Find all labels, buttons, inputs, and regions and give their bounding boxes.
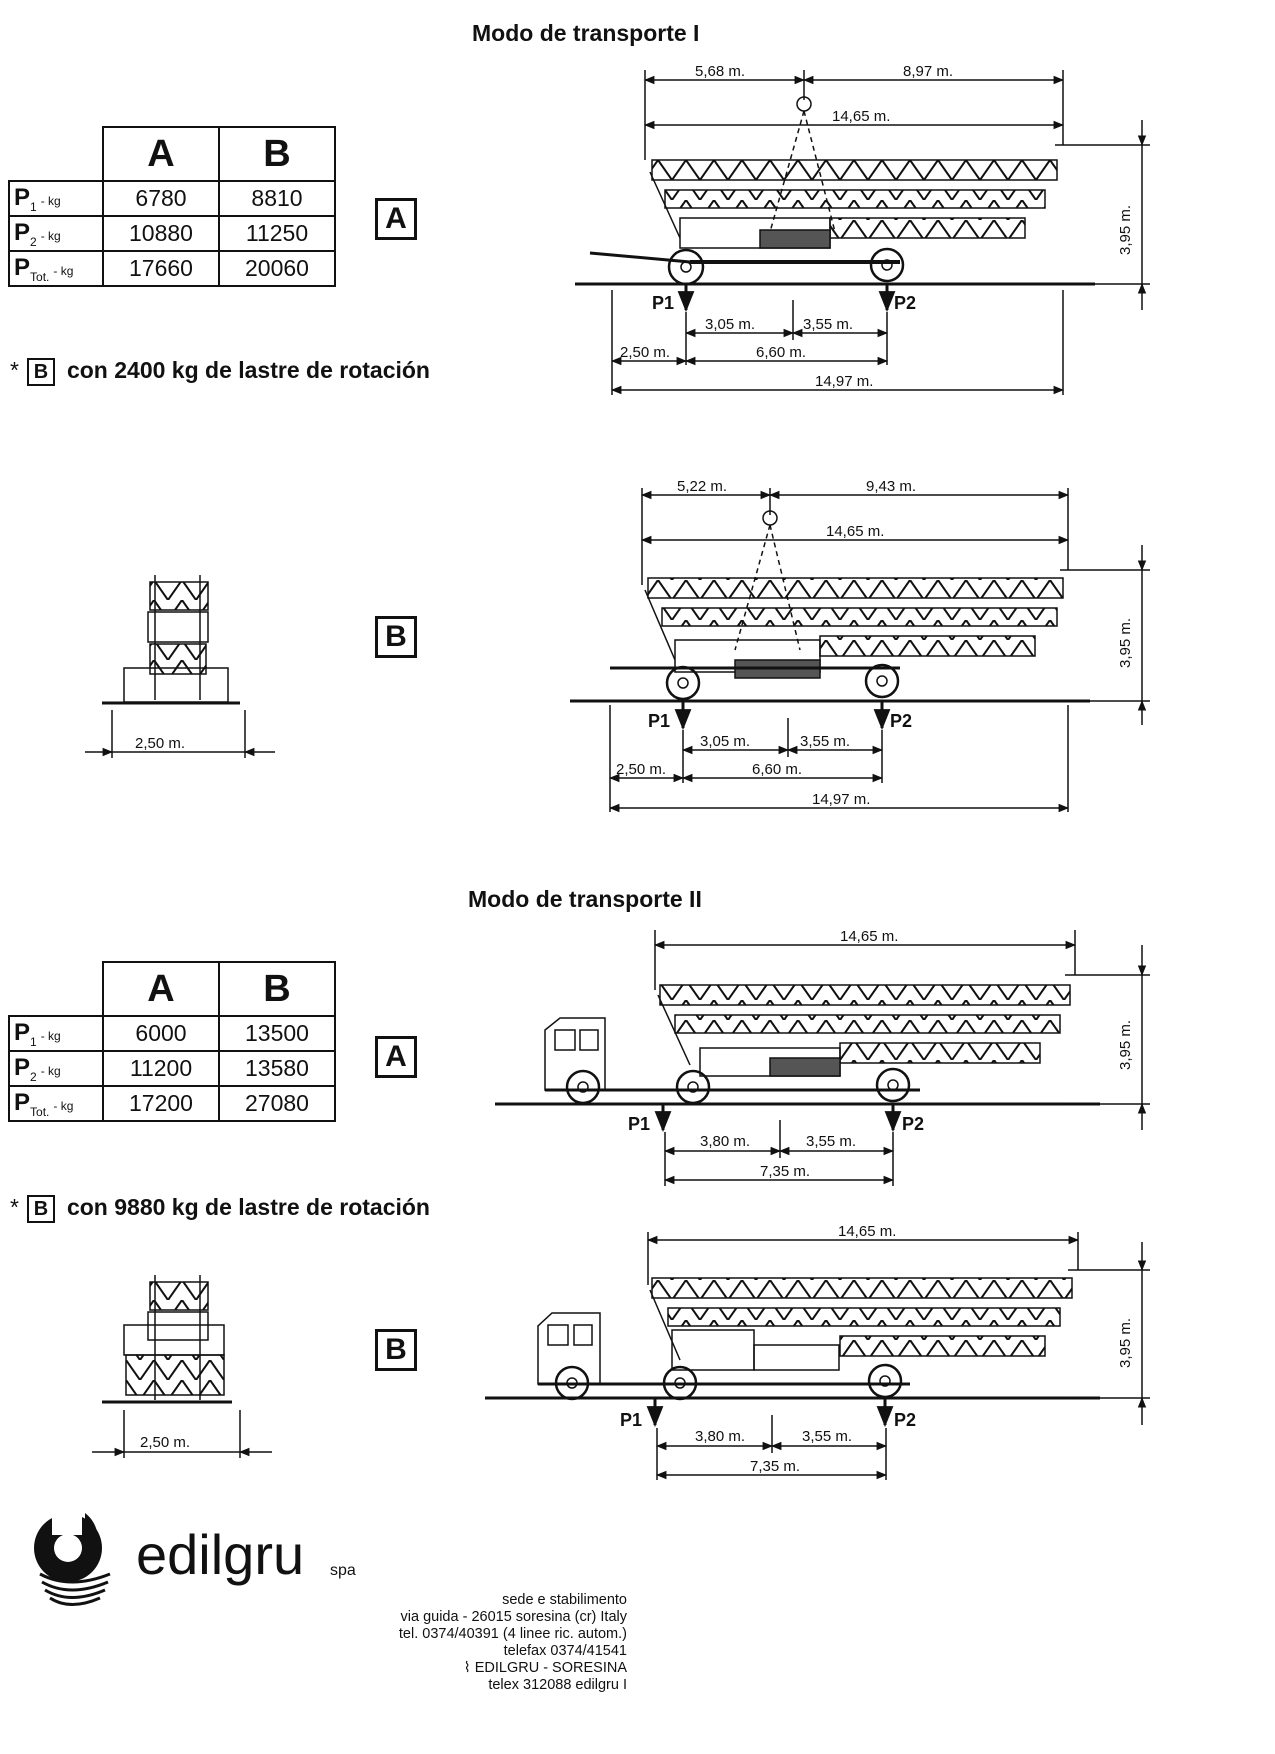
- dim-bottom-1: 3,05 m.: [705, 316, 755, 333]
- config-label-b: B: [375, 1329, 417, 1371]
- load-label-p2: P2: [890, 711, 912, 731]
- crane-drawing-2a: [495, 930, 1150, 1186]
- row-label-ptot: PTot.- kg: [8, 1085, 104, 1122]
- crane-rear-view-2b: [92, 1275, 272, 1458]
- dim-height: 3,95 m.: [1117, 205, 1134, 255]
- row-label-p2: P2- kg: [8, 215, 104, 252]
- dim-top-right: 8,97 m.: [903, 63, 953, 80]
- telegram-icon: ⌇: [463, 1660, 475, 1676]
- row-label-p2: P2- kg: [8, 1050, 104, 1087]
- address-line: telefax 0374/41541: [503, 1643, 627, 1659]
- table-row: PTot.- kg 17660 20060: [8, 250, 336, 287]
- value-b: 13500: [218, 1015, 336, 1052]
- dim-wheelbase: 6,60 m.: [756, 344, 806, 361]
- dim-bottom-1: 3,80 m.: [700, 1133, 750, 1150]
- config-label-a: A: [375, 198, 417, 240]
- load-label-p2: P2: [902, 1114, 924, 1134]
- dim-wheelbase: 7,35 m.: [750, 1458, 800, 1475]
- crane-rear-view-1b: [85, 575, 275, 758]
- address-line: ⌇ EDILGRU - SORESINA: [463, 1660, 627, 1676]
- edilgru-logo-icon: [34, 1505, 111, 1606]
- value-b: 11250: [218, 215, 336, 252]
- value-b: 20060: [218, 250, 336, 287]
- dim-height: 3,95 m.: [1117, 618, 1134, 668]
- col-header-b: B: [218, 126, 336, 182]
- row-label-p1: P1- kg: [8, 1015, 104, 1052]
- dim-top-left: 5,68 m.: [695, 63, 745, 80]
- load-label-p2: P2: [894, 1410, 916, 1430]
- value-b: 13580: [218, 1050, 336, 1087]
- load-label-p1: P1: [628, 1114, 650, 1134]
- dim-rear: 2,50 m.: [616, 761, 666, 778]
- address-line: via guida - 26015 soresina (cr) Italy: [400, 1609, 627, 1625]
- dim-height: 3,95 m.: [1117, 1318, 1134, 1368]
- table-row: P1- kg 6780 8810: [8, 180, 336, 217]
- table-row: PTot.- kg 17200 27080: [8, 1085, 336, 1122]
- dim-height: 3,95 m.: [1117, 1020, 1134, 1070]
- dim-total: 14,97 m.: [815, 373, 873, 390]
- weight-table-1: A B P1- kg 6780 8810 P2- kg 10880 11250 …: [8, 126, 336, 287]
- dim-wheelbase: 6,60 m.: [752, 761, 802, 778]
- table-row: P2- kg 11200 13580: [8, 1050, 336, 1087]
- table-corner: [9, 127, 104, 182]
- load-label-p1: P1: [652, 293, 674, 313]
- dim-length: 14,65 m.: [826, 523, 884, 540]
- dim-length: 14,65 m.: [840, 928, 898, 945]
- table-corner: [9, 962, 104, 1017]
- dim-bottom-1: 3,80 m.: [695, 1428, 745, 1445]
- dim-length: 14,65 m.: [838, 1223, 896, 1240]
- row-label-ptot: PTot.- kg: [8, 250, 104, 287]
- load-label-p2: P2: [894, 293, 916, 313]
- load-label-p1: P1: [620, 1410, 642, 1430]
- col-header-a: A: [102, 126, 220, 182]
- dim-bottom-2: 3,55 m.: [802, 1428, 852, 1445]
- value-b: 27080: [218, 1085, 336, 1122]
- col-header-b: B: [218, 961, 336, 1017]
- dim-wheelbase: 7,35 m.: [760, 1163, 810, 1180]
- value-a: 17200: [102, 1085, 220, 1122]
- weight-table-2: A B P1- kg 6000 13500 P2- kg 11200 13580…: [8, 961, 336, 1122]
- section-title-transport-1: Modo de transporte I: [472, 20, 700, 46]
- address-line: telex 312088 edilgru I: [488, 1677, 627, 1693]
- dim-bottom-1: 3,05 m.: [700, 733, 750, 750]
- company-address: sede e stabilimento via guida - 26015 so…: [399, 1592, 627, 1694]
- dim-width: 2,50 m.: [140, 1434, 190, 1451]
- section-title-transport-2: Modo de transporte II: [468, 886, 702, 912]
- dim-total: 14,97 m.: [812, 791, 870, 808]
- crane-drawing-1a: [575, 70, 1150, 395]
- value-a: 11200: [102, 1050, 220, 1087]
- dim-rear: 2,50 m.: [620, 344, 670, 361]
- address-line: tel. 0374/40391 (4 linee ric. autom.): [398, 1626, 627, 1642]
- dim-width: 2,50 m.: [135, 735, 185, 752]
- brand-name: edilgru: [136, 1523, 305, 1586]
- dim-bottom-2: 3,55 m.: [803, 316, 853, 333]
- dim-bottom-2: 3,55 m.: [800, 733, 850, 750]
- dim-top-left: 5,22 m.: [677, 478, 727, 495]
- crane-drawing-2b: [485, 1232, 1150, 1480]
- value-a: 6000: [102, 1015, 220, 1052]
- value-a: 6780: [102, 180, 220, 217]
- row-label-p1: P1- kg: [8, 180, 104, 217]
- load-label-p1: P1: [648, 711, 670, 731]
- value-a: 10880: [102, 215, 220, 252]
- config-label-b: B: [375, 616, 417, 658]
- crane-drawing-1b: [570, 488, 1150, 813]
- table-row: P2- kg 10880 11250: [8, 215, 336, 252]
- value-b: 8810: [218, 180, 336, 217]
- config-label-a: A: [375, 1036, 417, 1078]
- dim-length: 14,65 m.: [832, 108, 890, 125]
- dim-top-right: 9,43 m.: [866, 478, 916, 495]
- brand-suffix: spa: [330, 1562, 356, 1579]
- address-line: sede e stabilimento: [502, 1592, 627, 1608]
- dim-bottom-2: 3,55 m.: [806, 1133, 856, 1150]
- table-row: P1- kg 6000 13500: [8, 1015, 336, 1052]
- col-header-a: A: [102, 961, 220, 1017]
- value-a: 17660: [102, 250, 220, 287]
